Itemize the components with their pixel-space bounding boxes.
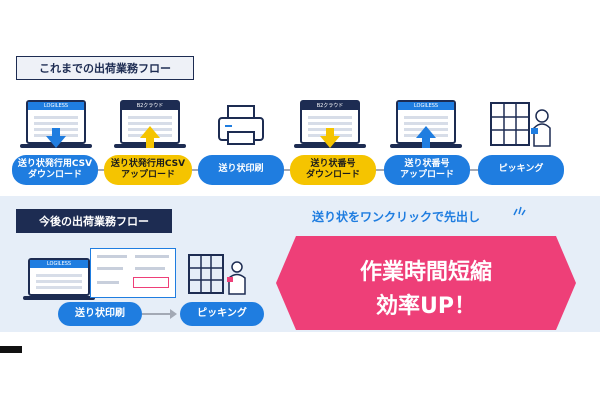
b2-header: B2クラウド <box>122 102 178 110</box>
download-arrow-icon <box>320 136 340 148</box>
logiless-header: LOGILESS <box>398 102 454 110</box>
callout-text: 送り状をワンクリックで先出し <box>312 210 481 224</box>
worker-icon <box>226 260 248 296</box>
future-flow-title: 今後の出荷業務フロー <box>16 209 172 233</box>
download-arrow-stem <box>326 128 334 138</box>
one-click-ui-card <box>90 248 176 298</box>
step-csv-upload: 送り状発行用CSV アップロード <box>104 155 192 185</box>
upload-arrow-stem <box>146 138 154 148</box>
logiless-header: LOGILESS <box>28 102 84 110</box>
upload-arrow-icon <box>416 126 436 138</box>
step-number-download: 送り状番号 ダウンロード <box>290 155 376 185</box>
logiless-screen-3: LOGILESS <box>28 258 90 296</box>
result-banner: 作業時間短縮 効率UP！ <box>276 236 576 330</box>
current-flow-title: これまでの出荷業務フロー <box>16 56 194 80</box>
laptop-base <box>23 296 95 300</box>
download-arrow-stem <box>52 128 60 138</box>
step-number-upload: 送り状番号 アップロード <box>384 155 470 185</box>
step-label-print: 送り状印刷 <box>198 155 284 185</box>
upload-arrow-stem <box>422 138 430 148</box>
printer-icon <box>216 104 266 148</box>
b2-header: B2クラウド <box>302 102 358 110</box>
upload-arrow-icon <box>140 126 160 138</box>
result-line-1: 作業時間短縮 <box>359 260 492 285</box>
print-button-highlight <box>133 277 169 288</box>
warehouse-shelf-icon <box>490 102 530 146</box>
future-flow-connector <box>142 313 172 315</box>
future-step-label-print: 送り状印刷 <box>58 302 142 326</box>
worker-icon <box>530 108 554 148</box>
step-picking: ピッキング <box>478 155 564 185</box>
future-step-picking: ピッキング <box>180 302 264 326</box>
corner-mark <box>0 346 22 353</box>
download-arrow-icon <box>46 136 66 148</box>
result-line-2: 効率UP！ <box>376 294 476 319</box>
logiless-header: LOGILESS <box>30 260 88 268</box>
step-csv-download: 送り状発行用CSV ダウンロード <box>12 155 98 185</box>
connector-arrow-icon <box>170 309 177 319</box>
sparkle-icon <box>512 202 526 221</box>
warehouse-shelf-icon <box>188 254 224 294</box>
